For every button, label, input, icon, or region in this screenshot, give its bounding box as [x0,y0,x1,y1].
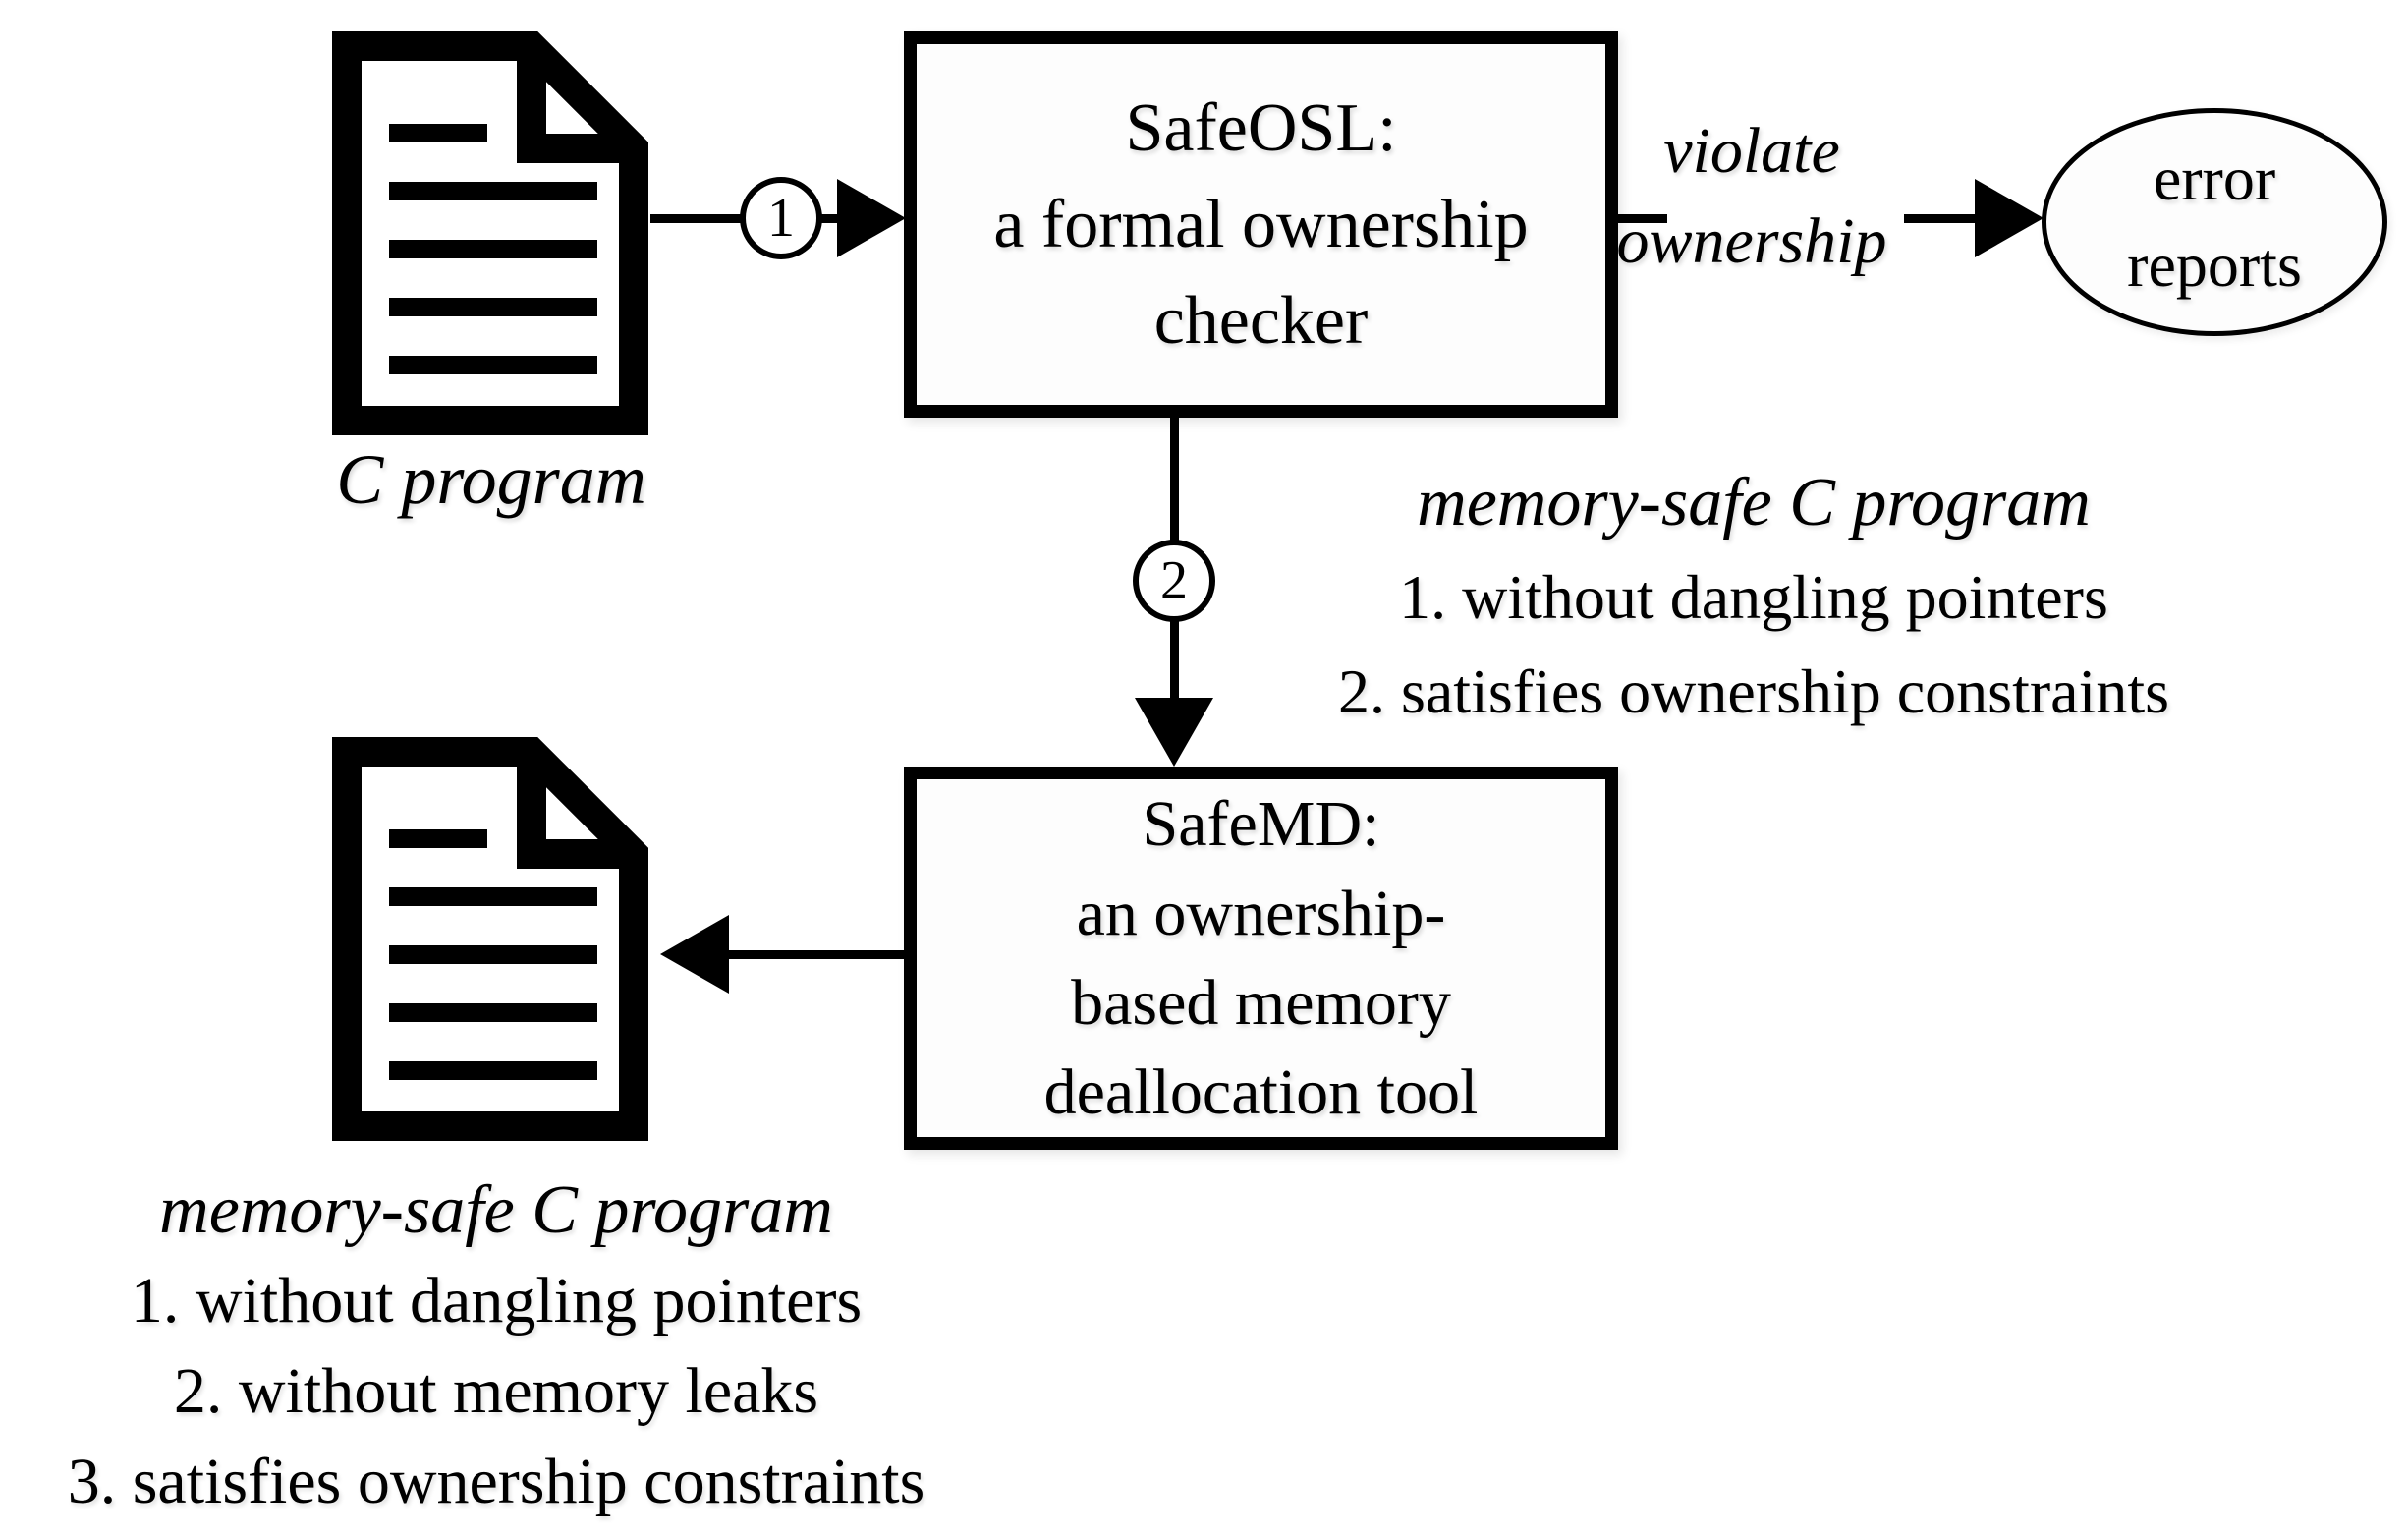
violate-edge-label-line2: ownership [1616,205,1887,277]
step1-badge: 1 [740,177,822,259]
violate-edge-label: violate ownership [1599,106,1904,287]
c-program-document-icon [332,31,648,435]
safeosl-line2: a formal ownership [993,186,1529,262]
step2-badge: 2 [1133,540,1215,622]
safeosl-node: SafeOSL: a formal ownership checker [904,31,1618,418]
output-arrowhead-icon [660,915,729,994]
safemd-node: SafeMD: an ownership- based memory deall… [904,767,1618,1150]
step1-number: 1 [767,188,795,249]
bottom-annotation-item-2: 2. without memory leaks [173,1355,819,1427]
bottom-annotation-item-3: 3. satisfies ownership constraints [67,1446,925,1517]
safemd-line4: deallocation tool [1043,1056,1479,1128]
safeosl-title: SafeOSL: [1125,89,1397,166]
safemd-line3: based memory [1071,967,1451,1039]
error-reports-line1: error [2153,143,2276,213]
safemd-line2: an ownership- [1076,878,1446,949]
mid-annotation-title: memory-safe C program [1417,465,2091,541]
violate-edge-stub-line [1618,214,1667,223]
violate-edge-label-line1: violate [1663,115,1840,187]
step2-arrowhead-icon [1135,698,1213,767]
violate-arrowhead-icon [1975,179,2044,257]
mid-annotation-item-2: 2. satisfies ownership constraints [1337,656,2170,726]
output-arrow-line [727,950,904,959]
error-reports-line2: reports [2127,230,2302,300]
c-program-label: C program [336,440,646,519]
bottom-annotation-item-1: 1. without dangling pointers [130,1265,863,1337]
mid-annotation-item-1: 1. without dangling pointers [1399,562,2108,632]
mid-annotation: memory-safe C program 1. without danglin… [1258,456,2250,739]
violate-edge-line [1904,214,1977,223]
step1-arrowhead-icon [837,179,906,257]
error-reports-node: error reports [2042,108,2387,336]
memory-safe-document-icon [332,737,648,1141]
step2-number: 2 [1160,550,1188,611]
bottom-annotation: memory-safe C program 1. without danglin… [0,1166,992,1527]
safeosl-line3: checker [1153,282,1369,359]
safemd-title: SafeMD: [1142,788,1380,860]
bottom-annotation-title: memory-safe C program [159,1172,833,1248]
